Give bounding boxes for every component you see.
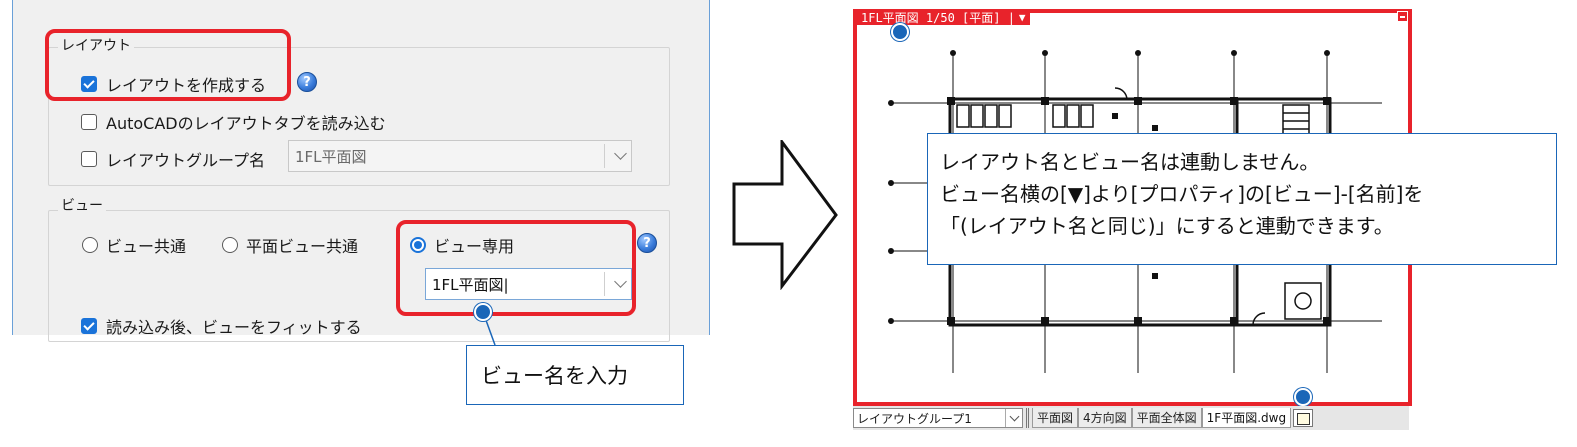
- view-option-label: ビュー共通: [106, 237, 187, 256]
- combo-separator: [604, 272, 605, 296]
- view-option-plan-common[interactable]: 平面ビュー共通: [222, 233, 358, 257]
- layout-group-title: レイアウト: [58, 37, 134, 55]
- right-arrow-icon: [732, 140, 838, 290]
- create-layout-checkbox[interactable]: レイアウトを作成する: [81, 72, 266, 96]
- highlight-view-dedicated: [396, 220, 636, 316]
- callout-text: ビュー名を入力: [481, 364, 628, 388]
- checkbox-checked-icon[interactable]: [81, 318, 97, 334]
- callout-info-line: ビュー名横の[▼]より[プロパティ]の[ビュー]-[名前]を: [940, 182, 1424, 206]
- callout-link-info: レイアウト名とビュー名は連動しません。 ビュー名横の[▼]より[プロパティ]の[…: [927, 133, 1557, 265]
- view-option-dedicated[interactable]: ビュー専用: [410, 233, 514, 257]
- layout-group-name-value: 1FL平面図: [295, 147, 367, 166]
- layout-group-box: [48, 47, 670, 186]
- layout-group-select-value: レイアウトグループ1: [857, 411, 972, 426]
- layout-tab-active[interactable]: 1F平面図.dwg: [1201, 408, 1292, 428]
- help-icon[interactable]: ?: [297, 72, 317, 92]
- callout-info-line: レイアウト名とビュー名は連動しません。: [940, 150, 1320, 174]
- callout-info-line: 「(レイアウト名と同じ)」にすると連動できます。: [940, 214, 1394, 238]
- read-autocad-tabs-checkbox[interactable]: AutoCADのレイアウトタブを読み込む: [81, 110, 386, 134]
- fit-view-label: 読み込み後、ビューをフィットする: [106, 318, 362, 337]
- view-group-box: [48, 210, 670, 342]
- chevron-down-icon[interactable]: [1005, 409, 1022, 427]
- view-name-combo[interactable]: 1FL平面図|: [425, 268, 632, 300]
- combo-separator: [604, 144, 605, 168]
- layout-tabs-bar: レイアウトグループ1 平面図 4方向図 平面全体図 1F平面図.dwg: [853, 406, 1409, 430]
- callout-dot: [1294, 388, 1312, 406]
- callout-dot: [474, 303, 492, 321]
- radio-unselected-icon[interactable]: [82, 237, 98, 253]
- view-option-label: 平面ビュー共通: [246, 237, 359, 256]
- view-option-common[interactable]: ビュー共通: [82, 233, 186, 257]
- checkbox-unchecked-icon[interactable]: [81, 114, 97, 130]
- view-title: 1FL平面図 1/50 [平面] |: [861, 10, 1015, 25]
- checkbox-unchecked-icon[interactable]: [81, 151, 97, 167]
- fit-view-checkbox[interactable]: 読み込み後、ビューをフィットする: [81, 314, 362, 338]
- view-name-value: 1FL平面図|: [432, 275, 509, 294]
- layout-group-name-label: レイアウトグループ名: [106, 151, 266, 170]
- callout-dot: [891, 23, 909, 41]
- pin-icon[interactable]: [1397, 11, 1408, 22]
- view-title-tab[interactable]: 1FL平面図 1/50 [平面] | ▼: [857, 9, 1030, 25]
- layout-group-name-checkbox[interactable]: レイアウトグループ名: [81, 147, 265, 171]
- radio-selected-icon[interactable]: [410, 237, 426, 253]
- layout-tab[interactable]: 4方向図: [1078, 408, 1132, 428]
- view-option-label: ビュー専用: [434, 237, 515, 256]
- view-group-title: ビュー: [58, 197, 106, 215]
- checkbox-checked-icon[interactable]: [81, 76, 97, 92]
- tab-separator: [1026, 408, 1029, 428]
- layout-tab[interactable]: 平面図: [1032, 408, 1079, 428]
- read-autocad-tabs-label: AutoCADのレイアウトタブを読み込む: [106, 114, 386, 133]
- layout-group-select[interactable]: レイアウトグループ1: [853, 408, 1023, 428]
- view-menu-dropdown-icon[interactable]: ▼: [1018, 10, 1026, 24]
- layout-group-name-combo[interactable]: 1FL平面図: [288, 140, 632, 172]
- callout-view-name-input: ビュー名を入力: [466, 345, 684, 405]
- create-layout-label: レイアウトを作成する: [106, 76, 267, 95]
- radio-unselected-icon[interactable]: [222, 237, 238, 253]
- new-layout-icon[interactable]: [1293, 409, 1314, 427]
- highlight-create-layout: [45, 29, 291, 101]
- layout-tab[interactable]: 平面全体図: [1131, 408, 1202, 428]
- help-icon[interactable]: ?: [637, 233, 657, 253]
